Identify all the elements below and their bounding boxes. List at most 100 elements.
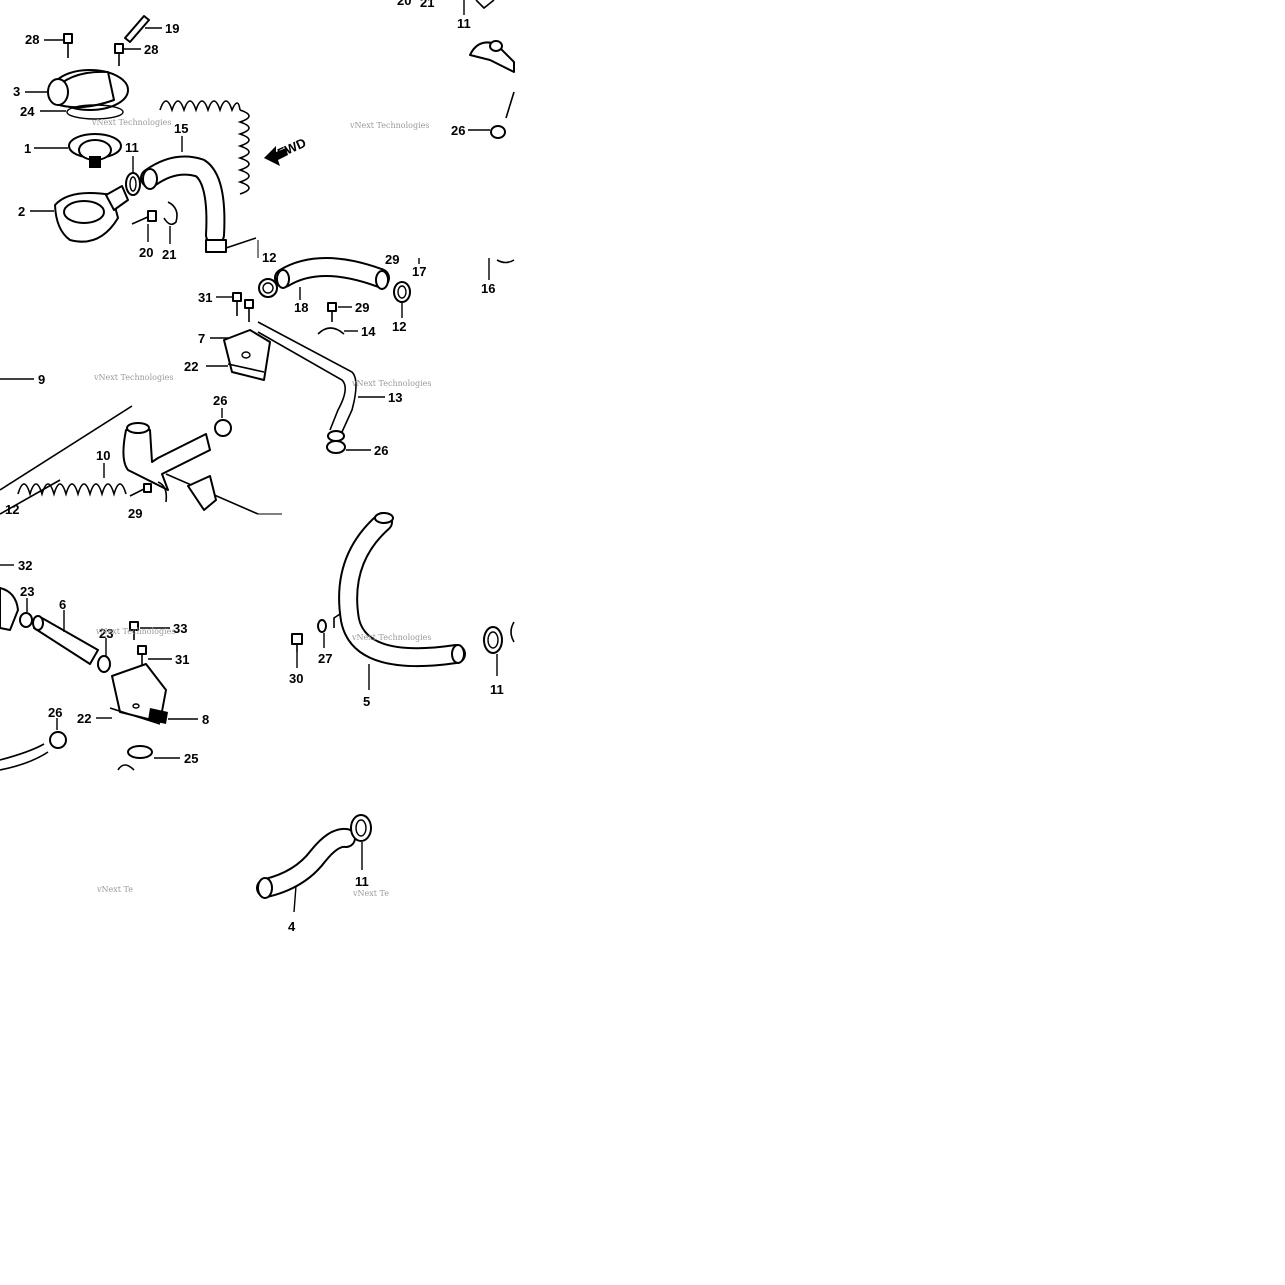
hose-15 <box>140 155 226 245</box>
label-17: 17 <box>412 264 426 279</box>
label-22-lower: 22 <box>77 711 91 726</box>
bleed-screw-19 <box>124 15 150 43</box>
fwd-label: FWD <box>275 135 308 161</box>
label-12-right: 12 <box>392 319 406 334</box>
oring-23-left <box>19 612 33 628</box>
thermostat-cover-3 <box>47 69 129 111</box>
oring-26-lower <box>49 731 67 749</box>
label-27: 27 <box>318 651 332 666</box>
watermark: vNext Technologies <box>349 121 429 130</box>
watermark: vNext Te <box>96 885 133 894</box>
part-fragment <box>117 764 135 771</box>
label-15: 15 <box>174 121 188 136</box>
pipe-6 <box>32 615 99 665</box>
label-29-mid: 29 <box>355 300 369 315</box>
oring-26-top <box>490 125 506 139</box>
label-30: 30 <box>289 671 303 686</box>
label-29-upper: 29 <box>385 252 399 267</box>
gasket-24 <box>66 104 124 120</box>
watermark: vNext Technologies <box>93 373 173 382</box>
oring-26-mid <box>326 440 346 454</box>
label-20: 20 <box>139 245 153 260</box>
watermark: vNext Technologies <box>95 627 175 636</box>
thermostat-1 <box>68 133 122 168</box>
label-7: 7 <box>198 331 205 346</box>
label-2: 2 <box>18 204 25 219</box>
cover-8 <box>109 663 168 725</box>
coil-spring-10 <box>17 483 127 497</box>
label-12-lower: 12 <box>5 502 19 517</box>
label-20-top: 20 <box>397 0 411 8</box>
bolt-31-lower <box>137 645 147 666</box>
label-24: 24 <box>20 104 35 119</box>
oring-26-pipe <box>214 419 232 437</box>
panel-thermostat-housing: 28 28 19 3 24 1 <box>13 15 429 262</box>
panel-hose-5: 5 27 30 11 vNext Technologies <box>289 512 515 709</box>
label-1: 1 <box>24 141 31 156</box>
pipe-fragment <box>469 40 515 119</box>
label-28-right: 28 <box>144 42 158 57</box>
label-11-right: 11 <box>490 682 504 697</box>
panel-lower-left: 32 23 6 23 33 31 <box>0 558 209 771</box>
clip-21 <box>163 201 178 226</box>
clamp-11-right <box>483 621 515 654</box>
bolt-29 <box>327 302 337 322</box>
label-21-top: 21 <box>420 0 434 10</box>
label-33: 33 <box>173 621 187 636</box>
hose-5 <box>338 512 466 668</box>
label-22-upper: 22 <box>184 359 198 374</box>
clamp-12-right <box>393 281 411 303</box>
label-11-upper-right: 11 <box>457 16 471 31</box>
label-26-pipe: 26 <box>213 393 227 408</box>
washer-27 <box>317 619 327 633</box>
label-6: 6 <box>59 597 66 612</box>
oring-25 <box>127 745 153 759</box>
label-26-mid: 26 <box>374 443 388 458</box>
watermark: vNext Te <box>352 889 389 898</box>
clamp-12-left <box>258 278 278 298</box>
watermark: vNext Technologies <box>351 379 431 388</box>
bolt-28-left <box>63 33 73 58</box>
coil-spring-top <box>159 100 250 195</box>
hose-18 <box>274 257 390 290</box>
panel-top-right-fragment: 20 21 11 26 <box>397 0 515 139</box>
label-25: 25 <box>184 751 198 766</box>
label-13: 13 <box>388 390 402 405</box>
label-26-top: 26 <box>451 123 465 138</box>
bolt-28-right <box>114 43 124 66</box>
bolt-33 <box>129 621 139 640</box>
hose-4 <box>256 827 356 899</box>
label-3: 3 <box>13 84 20 99</box>
label-9: 9 <box>38 372 45 387</box>
label-19: 19 <box>165 21 179 36</box>
label-11-top: 11 <box>125 140 139 155</box>
label-28-left: 28 <box>25 32 39 47</box>
forward-arrow: FWD <box>264 135 308 166</box>
label-16: 16 <box>481 281 495 296</box>
label-11-bottom: 11 <box>355 874 369 889</box>
pipe-lower-left <box>0 743 45 761</box>
bolt-31-pair <box>232 292 254 322</box>
bolt-20 <box>131 210 157 225</box>
label-14: 14 <box>361 324 376 339</box>
label-26-lower: 26 <box>48 705 62 720</box>
bracket-fragment <box>333 613 341 628</box>
label-23-right: 23 <box>99 626 113 641</box>
label-8: 8 <box>202 712 209 727</box>
oring-23-right <box>97 655 111 673</box>
label-10: 10 <box>96 448 110 463</box>
thermostat-housing-2 <box>54 185 129 243</box>
label-4: 4 <box>288 919 296 934</box>
panel-water-pipe: 18 29 12 12 17 29 14 <box>0 250 515 521</box>
label-31-upper: 31 <box>198 290 212 305</box>
watermark: vNext Technologies <box>351 633 431 642</box>
clamp-11-bottom <box>350 814 372 842</box>
pipe-13 <box>257 321 357 442</box>
label-12-upper: 12 <box>262 250 276 265</box>
clamp-11-top <box>125 172 141 196</box>
label-29-lower: 29 <box>128 506 142 521</box>
clip-14 <box>317 327 345 335</box>
label-18: 18 <box>294 300 308 315</box>
housing-fragment <box>0 587 19 631</box>
